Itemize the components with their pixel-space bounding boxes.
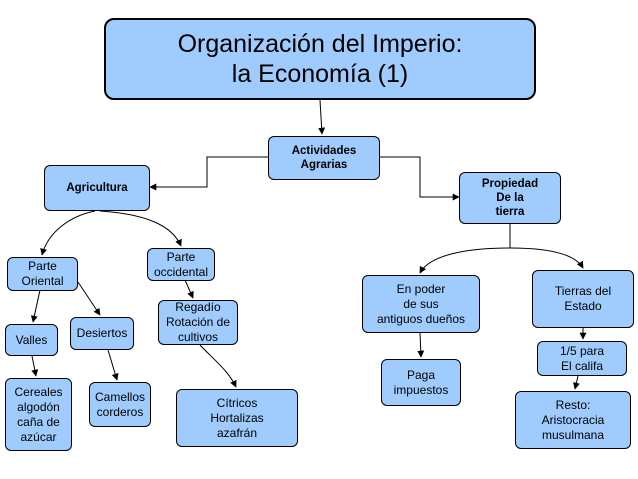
node-paga-impuestos: Paga impuestos [381,359,461,406]
arrow-oriental-to-desiertos [77,281,101,316]
node-desiertos: Desiertos [70,317,134,350]
node-tierras-estado: Tierras del Estado [532,270,634,328]
node-citricos: Cítricos Hortalizas azafrán [176,389,298,447]
arrow-actividades-to-agricultura [149,156,268,191]
arrow-desiertos-to-camellos [107,349,119,381]
node-valles: Valles [5,324,58,356]
diagram-title: Organización del Imperio: la Economía (1… [104,18,536,100]
arrow-actividades-to-propiedad [380,156,460,201]
node-cereales: Cereales algodón caña de azúcar [5,378,72,451]
node-regadio: Regadío Rotación de cultivos [158,300,238,345]
node-parte-occidental: Parte occidental [147,248,215,281]
node-quinto-califa: 1/5 para El califa [537,341,627,376]
arrow-title-to-actividades [318,99,326,135]
arrow-propiedad-to-en-poder [419,247,511,274]
node-parte-oriental: Parte Oriental [7,257,78,291]
arrow-agricultura-to-oriental [40,210,96,256]
arrow-oriental-to-valles [30,289,41,323]
node-resto-aristocracia: Resto: Aristocracia musulmana [515,391,631,449]
arrow-quinto-to-resto [573,375,580,390]
node-actividades-agrarias: Actividades Agrarias [268,136,380,180]
node-propiedad-tierra: Propiedad De la tierra [459,172,561,224]
node-en-poder: En poder de sus antiguos dueños [362,275,480,333]
node-agricultura: Agricultura [44,165,150,211]
arrow-en-poder-to-paga [417,332,425,358]
arrow-agricultura-to-occidental [99,210,182,247]
node-camellos: Camellos corderos [89,382,151,427]
arrow-occidental-to-regadio [184,279,194,299]
arrow-propiedad-to-estado [509,247,584,269]
arrow-valles-to-cereales [31,355,39,377]
arrow-regadio-to-citricos [199,344,237,388]
